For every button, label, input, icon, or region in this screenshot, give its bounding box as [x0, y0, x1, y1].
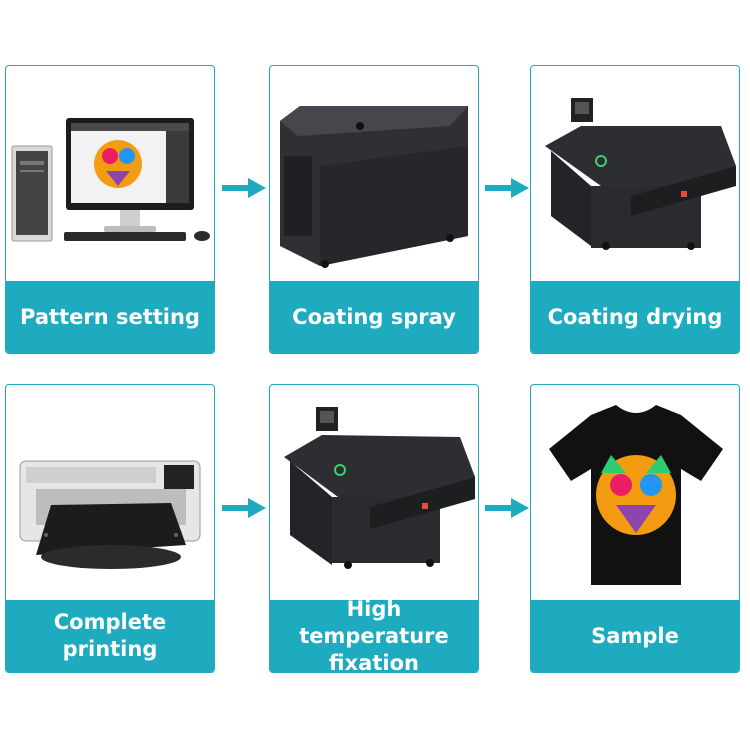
step-card-coating-drying: Coating drying: [530, 65, 740, 354]
arrow-right-icon: [483, 496, 531, 520]
step-card-pattern-setting: Pattern setting: [5, 65, 215, 354]
tshirt-image: [531, 385, 739, 597]
arrow-right-icon: [220, 496, 268, 520]
dryer-machine-image: [270, 385, 478, 597]
step-label: High temperature fixation: [270, 597, 478, 672]
step-label: Coating drying: [531, 281, 739, 353]
coating-machine-image: [270, 66, 478, 278]
arrow-right-icon: [483, 176, 531, 200]
step-label: Coating spray: [270, 281, 478, 353]
step-card-complete-printing: Complete printing: [5, 384, 215, 673]
printer-image: [6, 385, 214, 597]
arrow-right-icon: [220, 176, 268, 200]
computer-image: [6, 66, 214, 278]
step-label: Pattern setting: [6, 281, 214, 353]
step-label: Complete printing: [6, 600, 214, 672]
step-card-coating-spray: Coating spray: [269, 65, 479, 354]
dryer-machine-image: [531, 66, 739, 278]
step-card-high-temperature-fixation: High temperature fixation: [269, 384, 479, 673]
step-label: Sample: [531, 600, 739, 672]
step-card-sample: Sample: [530, 384, 740, 673]
